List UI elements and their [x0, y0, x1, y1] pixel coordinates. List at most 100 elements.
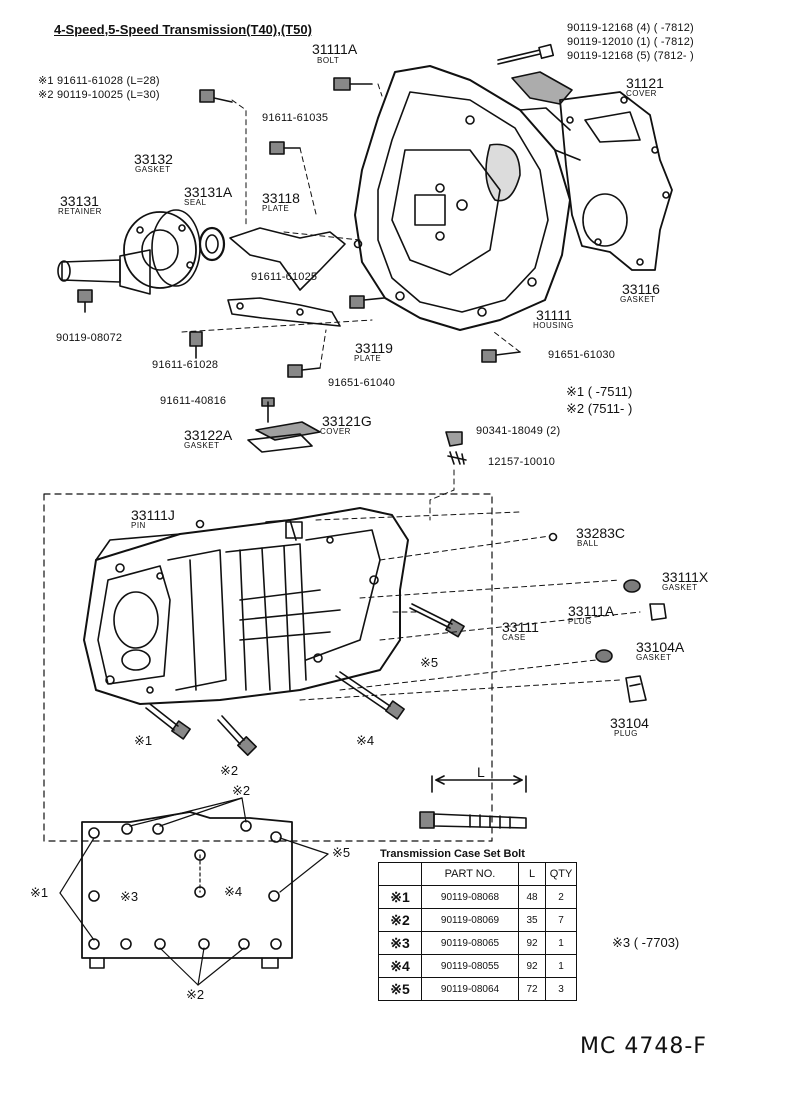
- row-qty: 2: [545, 885, 577, 909]
- period-note-2: ※2 (7511- ): [566, 401, 633, 416]
- label-12157-10010: 12157-10010: [488, 456, 556, 468]
- label-33121g-sub: COVER: [320, 427, 351, 436]
- label-left-bolt-2: ※2 90119-10025 (L=30): [38, 89, 160, 101]
- row-part-no: 90119-08069: [421, 908, 519, 932]
- label-91611-40816: 91611-40816: [160, 395, 227, 407]
- label-33121g-num: 33121G: [322, 413, 372, 429]
- case-bolt-pattern-drawing: [81, 811, 293, 969]
- mark-1-pattern: ※1: [30, 885, 49, 900]
- label-31111-sub: HOUSING: [533, 321, 574, 330]
- label-33132-sub: GASKET: [135, 165, 171, 174]
- label-90119-08072: 90119-08072: [56, 332, 123, 344]
- row-qty: 7: [545, 908, 577, 932]
- row-part-no: 90119-08065: [421, 931, 519, 955]
- label-90341-18049: 90341-18049 (2): [476, 425, 561, 437]
- label-bolt-90119-12168-late: 90119-12168 (5) (7812- ): [567, 50, 694, 62]
- label-left-bolt-1: ※1 91611-61028 (L=28): [38, 75, 160, 87]
- row-length: 72: [518, 977, 546, 1001]
- case-bolts-drawing: [145, 519, 465, 756]
- row-qty: 1: [545, 954, 577, 978]
- label-31111a-sub: BOLT: [317, 56, 340, 65]
- table-row: ※1 90119-08068 48 2: [378, 885, 577, 909]
- mark-2-case: ※2: [220, 763, 239, 778]
- transmission-case-drawing: [83, 507, 409, 705]
- row-part-no: 90119-08068: [421, 885, 519, 909]
- label-bolt-90119-12010: 90119-12010 (1) ( -7812): [567, 36, 694, 48]
- mark-5-pattern: ※5: [332, 845, 351, 860]
- row-part-no: 90119-08055: [421, 954, 519, 978]
- label-33118-sub: PLATE: [262, 204, 290, 213]
- label-33131-sub: RETAINER: [58, 207, 102, 216]
- label-33119-num: 33119: [355, 340, 393, 356]
- label-33111j-num: 33111J: [131, 507, 175, 523]
- bolt-table: PART NO. L QTY ※1 90119-08068 48 2 ※2 90…: [378, 862, 577, 1001]
- label-33131a-num: 33131A: [184, 184, 233, 200]
- label-91651-61030: 91651-61030: [548, 349, 616, 361]
- label-91611-61028: 91611-61028: [152, 359, 219, 371]
- mark-5-case: ※5: [420, 655, 439, 670]
- mark-1-case: ※1: [134, 733, 153, 748]
- bolt-table-header-part: PART NO.: [421, 862, 519, 886]
- label-33111x-sub: GASKET: [662, 583, 698, 592]
- top-leader-lines: [181, 83, 521, 369]
- mark-2-pattern-top: ※2: [232, 783, 251, 798]
- clutch-housing-drawing: [353, 65, 581, 331]
- bolt-table-header-mark: [378, 862, 422, 886]
- row-length: 35: [518, 908, 546, 932]
- diagram-title: 4-Speed,5-Speed Transmission(T40),(T50): [54, 22, 312, 37]
- row-mark: ※5: [378, 977, 422, 1001]
- cover-31121-drawing: [511, 71, 573, 105]
- bolt-table-header-qty: QTY: [545, 862, 577, 886]
- label-33111j-sub: PIN: [131, 521, 146, 530]
- label-33132-num: 33132: [134, 151, 173, 167]
- row-qty: 1: [545, 931, 577, 955]
- label-33104a-num: 33104A: [636, 639, 685, 655]
- label-33111x-num: 33111X: [662, 569, 709, 585]
- label-33131a-sub: SEAL: [184, 198, 207, 207]
- period-note-1: ※1 ( -7511): [566, 384, 633, 399]
- mark-2-pattern-bottom: ※2: [186, 987, 205, 1002]
- row-length: 92: [518, 954, 546, 978]
- case-small-parts-drawing: [548, 532, 667, 703]
- label-31121-num: 31121: [626, 75, 664, 91]
- label-33119-sub: PLATE: [354, 354, 382, 363]
- label-33118-num: 33118: [262, 190, 300, 206]
- label-91611-61035: 91611-61035: [262, 112, 329, 124]
- label-33116-num: 33116: [622, 281, 660, 297]
- bolt-table-header: PART NO. L QTY: [378, 862, 577, 886]
- gasket-33116-drawing: [559, 91, 673, 271]
- label-33116-sub: GASKET: [620, 295, 656, 304]
- label-length-l: L: [477, 764, 485, 780]
- label-91611-61025: 91611-61025: [251, 271, 318, 283]
- label-31121-sub: COVER: [626, 89, 657, 98]
- bolt-pattern-leader-lines: [59, 797, 329, 986]
- row-length: 48: [518, 885, 546, 909]
- bolt-table-header-l: L: [518, 862, 546, 886]
- period-note-3: ※3 ( -7703): [612, 935, 680, 950]
- retainer-assembly-drawing: [57, 209, 346, 327]
- row-part-no: 90119-08064: [421, 977, 519, 1001]
- row-mark: ※4: [378, 954, 422, 978]
- bolt-table-title: Transmission Case Set Bolt: [380, 848, 525, 860]
- row-mark: ※2: [378, 908, 422, 932]
- label-33122a-sub: GASKET: [184, 441, 220, 450]
- row-mark: ※1: [378, 885, 422, 909]
- row-length: 92: [518, 931, 546, 955]
- housing-bolts-drawing: [77, 43, 555, 378]
- mark-4-pattern: ※4: [224, 884, 243, 899]
- label-33131-num: 33131: [60, 193, 99, 209]
- bolt-length-illustration: [419, 775, 527, 829]
- label-31111-num: 31111: [536, 307, 572, 323]
- label-91651-61040: 91651-61040: [328, 377, 396, 389]
- label-33104-num: 33104: [610, 715, 649, 731]
- row-mark: ※3: [378, 931, 422, 955]
- table-row: ※2 90119-08069 35 7: [378, 908, 577, 932]
- label-33111-case-num: 33111: [502, 619, 539, 635]
- case-leader-lines: [299, 511, 641, 701]
- label-bolt-90119-12168: 90119-12168 (4) ( -7812): [567, 22, 694, 34]
- mark-4-case: ※4: [356, 733, 375, 748]
- label-33111a-plug-num: 33111A: [568, 603, 615, 619]
- label-33122a-num: 33122A: [184, 427, 233, 443]
- label-33104a-sub: GASKET: [636, 653, 672, 662]
